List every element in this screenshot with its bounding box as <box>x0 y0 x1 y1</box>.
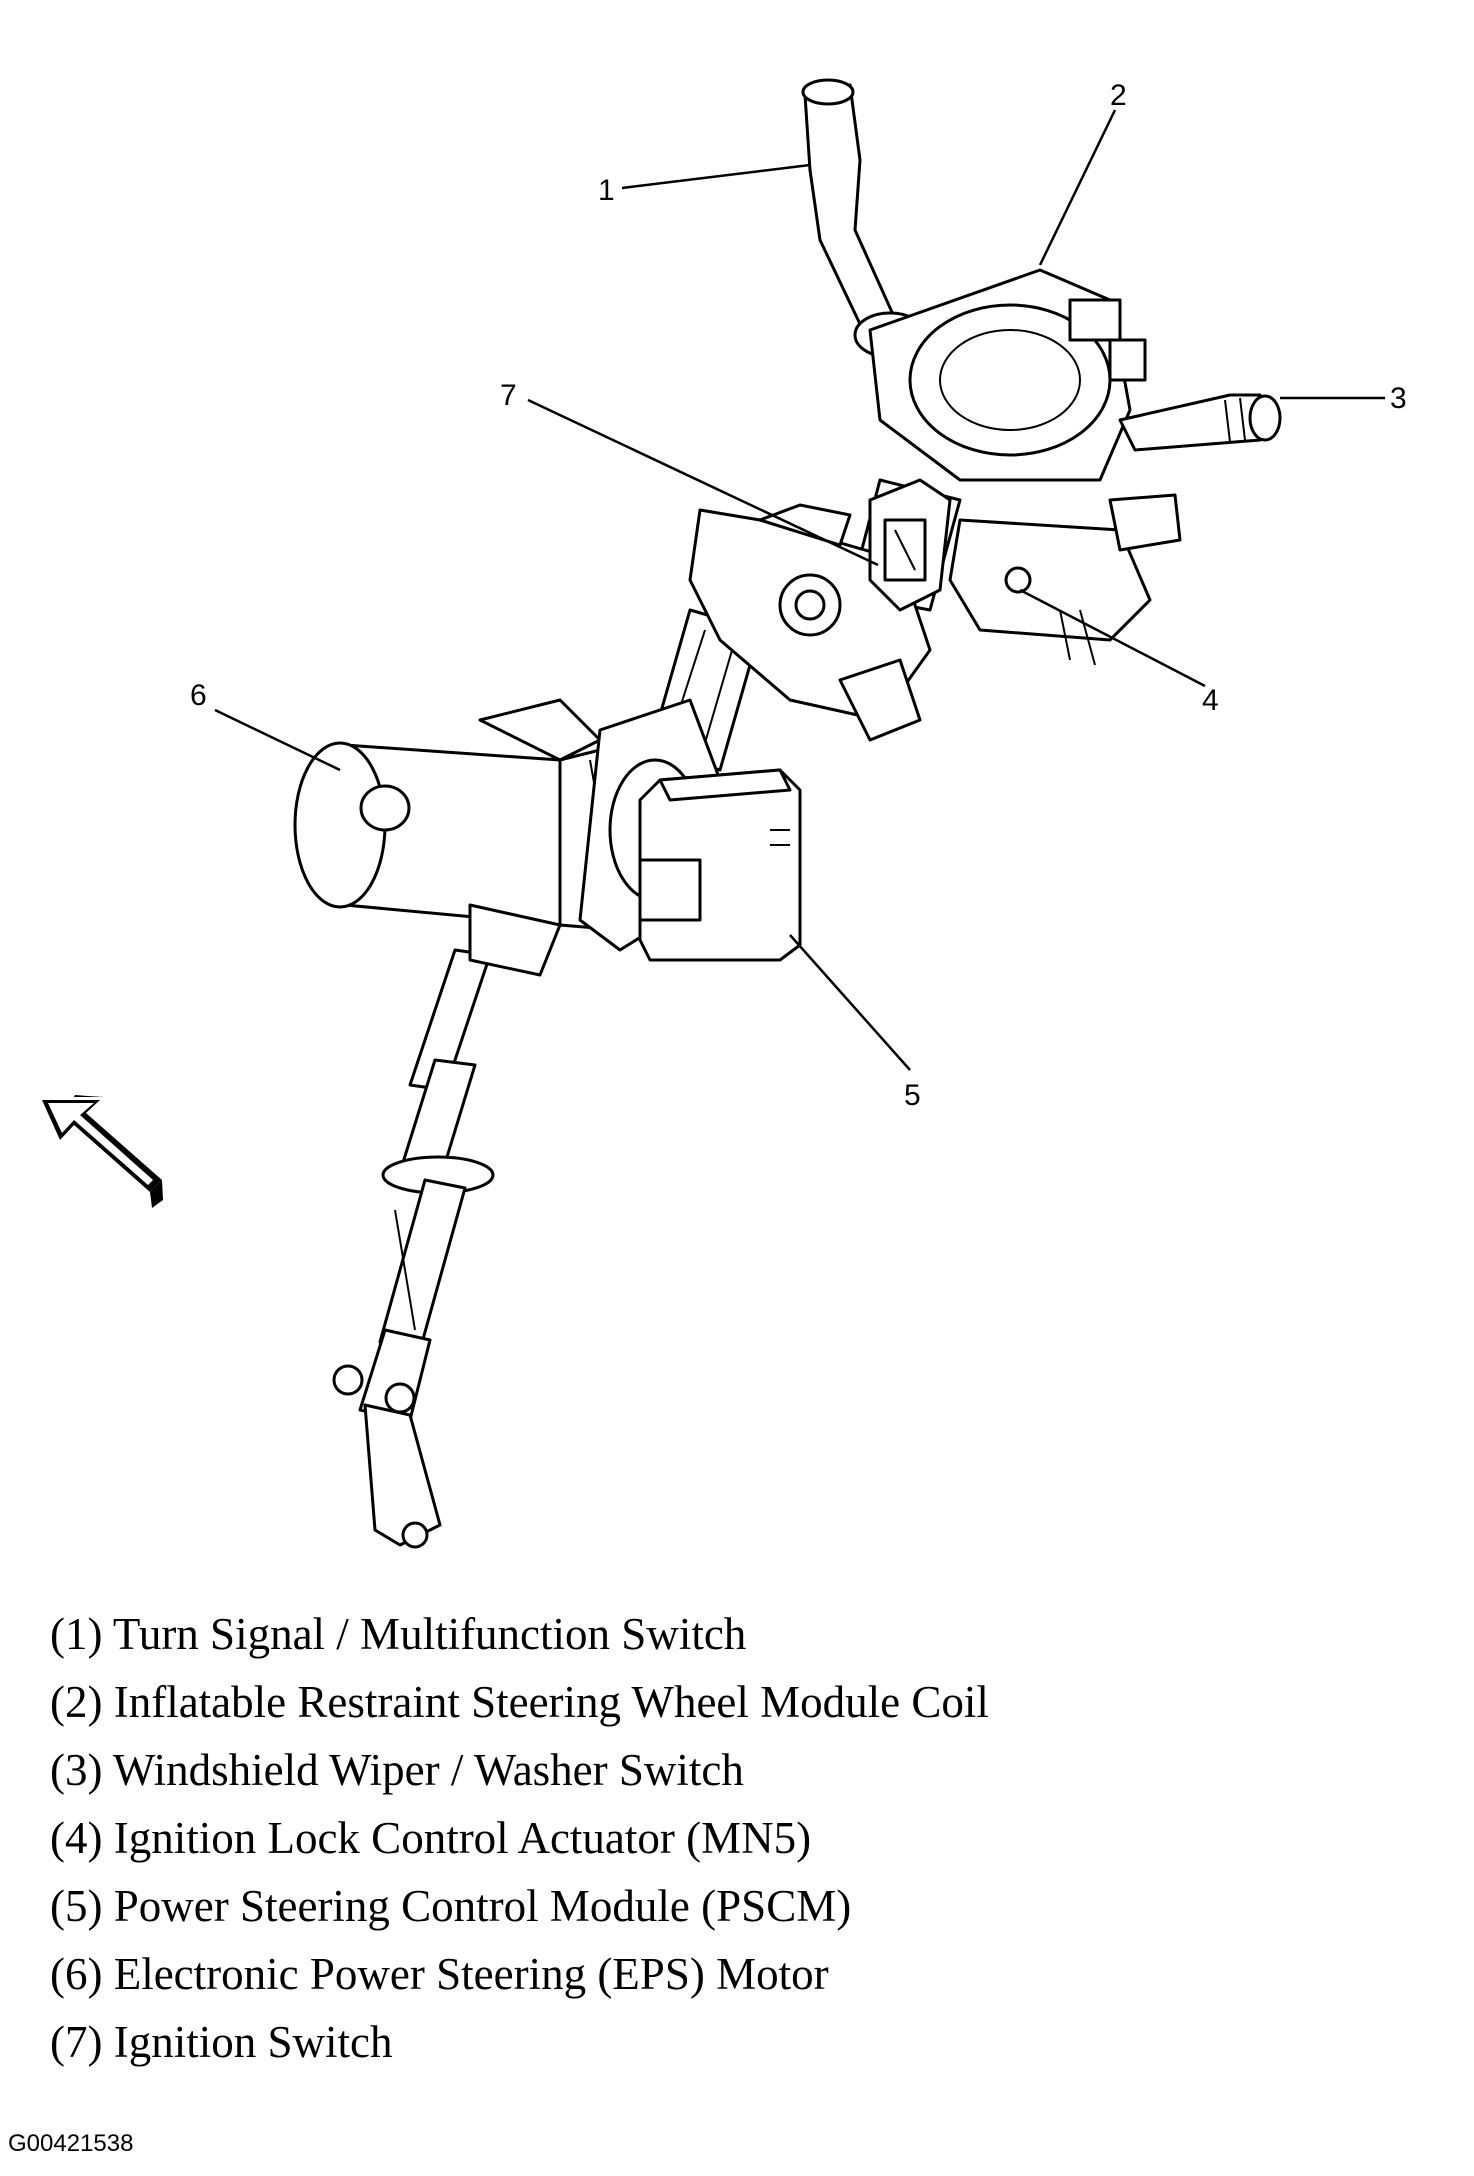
callout-2: 2 <box>1110 79 1127 112</box>
intermediate-shaft <box>332 948 495 1549</box>
legend-item-5: (5) Power Steering Control Module (PSCM) <box>50 1881 852 1931</box>
ignition-lock-actuator <box>948 493 1182 666</box>
legend-item-6: (6) Electronic Power Steering (EPS) Moto… <box>50 1949 829 1999</box>
legend-item-4: (4) Ignition Lock Control Actuator (MN5) <box>50 1813 812 1863</box>
callout-5: 5 <box>904 1079 921 1112</box>
callout-3: 3 <box>1390 382 1407 415</box>
turn-signal-lever <box>801 78 927 359</box>
wiper-washer-lever <box>1118 393 1282 452</box>
parts-legend: (1) Turn Signal / Multifunction Switch (… <box>50 1600 1430 2076</box>
steering-wheel-module-coil <box>868 268 1147 482</box>
legend-item-1: (1) Turn Signal / Multifunction Switch <box>50 1609 747 1659</box>
legend-item-7: (7) Ignition Switch <box>50 2017 393 2067</box>
legend-item-3: (3) Windshield Wiper / Washer Switch <box>50 1745 744 1795</box>
legend-item-2: (2) Inflatable Restraint Steering Wheel … <box>50 1677 989 1727</box>
power-steering-control-module <box>638 768 802 962</box>
figure-id: G00421538 <box>8 2130 134 2157</box>
callout-6: 6 <box>190 679 207 712</box>
ignition-switch <box>868 478 952 612</box>
forward-arrow-icon <box>42 1095 163 1208</box>
callout-1: 1 <box>598 174 615 207</box>
callout-numbers: 1 2 3 4 5 6 7 <box>190 79 1407 1112</box>
callout-4: 4 <box>1202 684 1219 717</box>
leader-lines <box>214 109 1385 1071</box>
callout-7: 7 <box>500 379 517 412</box>
steering-column-diagram: 1 2 3 4 5 6 7 <box>42 78 1407 1549</box>
